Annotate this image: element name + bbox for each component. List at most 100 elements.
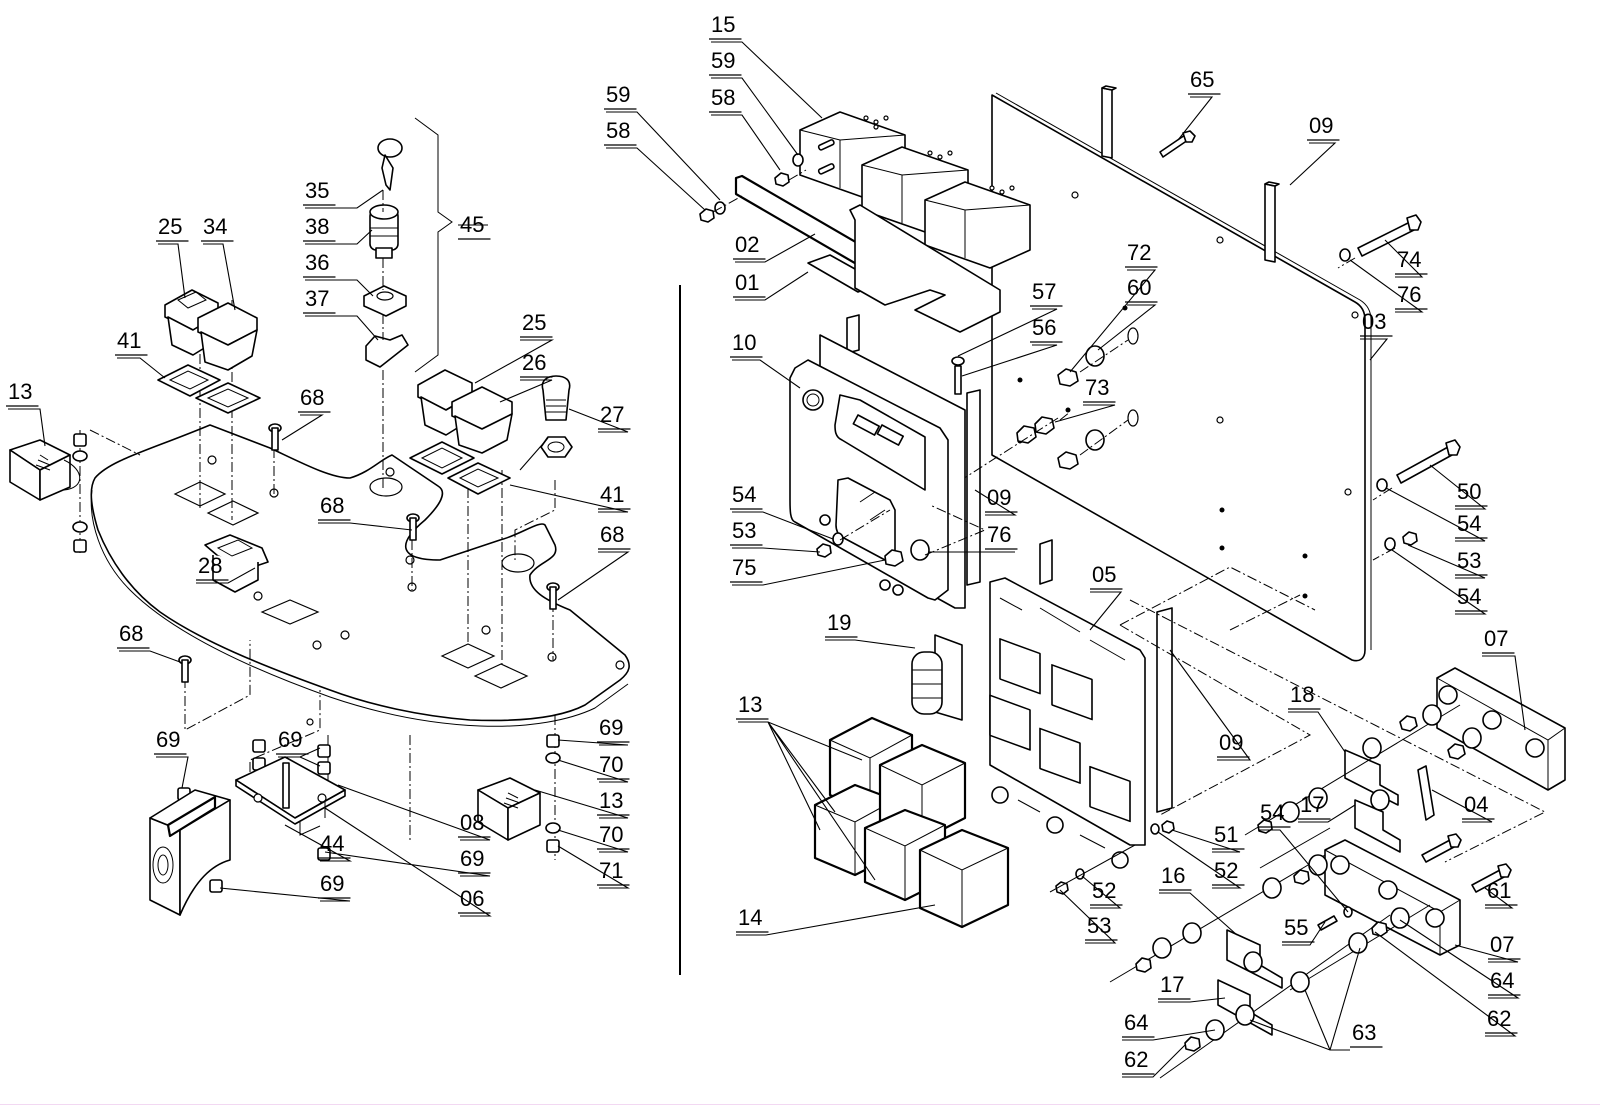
callout-57: 57 [1032, 279, 1056, 304]
screw [951, 356, 965, 395]
buzzer [477, 777, 541, 841]
callout-53: 53 [1457, 548, 1481, 573]
nut [317, 761, 331, 775]
driver-board [989, 577, 1146, 869]
washer [1308, 854, 1328, 876]
callout-04: 04 [1464, 792, 1488, 817]
spacer-bar [846, 314, 860, 354]
callout-03: 03 [1362, 309, 1386, 334]
bolt [1317, 915, 1338, 931]
bolt [1471, 863, 1512, 893]
plate-cutout [440, 643, 496, 669]
washer [910, 539, 930, 561]
callout-41: 41 [117, 328, 141, 353]
callout-07: 07 [1484, 626, 1508, 651]
callout-25: 25 [522, 310, 546, 335]
callout-58: 58 [711, 85, 735, 110]
nut [1184, 1036, 1201, 1052]
washer [1348, 932, 1368, 954]
callout-69: 69 [320, 871, 344, 896]
callout-51: 51 [1214, 822, 1238, 847]
callout-61: 61 [1487, 878, 1511, 903]
callout-70: 70 [599, 752, 623, 777]
callout-52: 52 [1214, 858, 1238, 883]
nut [1057, 451, 1079, 470]
callout-64: 64 [1124, 1010, 1148, 1035]
plate-cutout [206, 500, 260, 526]
callout-69: 69 [460, 846, 484, 871]
washer [1384, 537, 1396, 551]
nut [317, 847, 331, 861]
nut [1057, 368, 1079, 387]
switch-bezel [409, 441, 475, 475]
callout-54: 54 [1260, 800, 1284, 825]
callout-60: 60 [1127, 275, 1151, 300]
callout-18: 18 [1290, 682, 1314, 707]
nut [884, 549, 904, 567]
callout-02: 02 [735, 232, 759, 257]
washer [1290, 971, 1310, 993]
callout-69: 69 [599, 715, 623, 740]
nut-washer-stack [545, 734, 561, 853]
group-bracket [414, 117, 453, 373]
spacer-bar [1264, 181, 1280, 263]
callout-54: 54 [1457, 584, 1481, 609]
washer [1422, 704, 1442, 726]
washer [1262, 877, 1282, 899]
callout-73: 73 [1085, 375, 1109, 400]
callout-28: 28 [198, 553, 222, 578]
screw [268, 423, 282, 451]
page-bottom-rule [0, 1104, 1600, 1105]
washer [1150, 823, 1160, 835]
callout-62: 62 [1487, 1006, 1511, 1031]
callout-53: 53 [1087, 913, 1111, 938]
washer [1462, 727, 1482, 749]
callout-69: 69 [278, 727, 302, 752]
nut [317, 744, 331, 758]
rocker-switch [451, 386, 513, 454]
callout-54: 54 [732, 482, 756, 507]
washer [1390, 907, 1410, 929]
callout-labels: 35 38 36 37 45 25 34 41 13 68 25 26 27 4… [6, 12, 1521, 1075]
washer [1308, 787, 1328, 809]
callout-25: 25 [158, 214, 182, 239]
contactor [924, 181, 1031, 269]
nut [209, 879, 223, 893]
callout-13: 13 [8, 379, 32, 404]
nut [1293, 869, 1310, 885]
washer [1243, 951, 1263, 973]
callout-09: 09 [987, 485, 1011, 510]
callout-16: 16 [1161, 863, 1185, 888]
screw [178, 655, 192, 683]
relay-board [235, 756, 346, 836]
callout-68: 68 [600, 522, 624, 547]
callout-65: 65 [1190, 67, 1214, 92]
washer [1280, 801, 1300, 823]
washer [1152, 937, 1172, 959]
plate-cutout [260, 599, 320, 625]
callout-59: 59 [606, 82, 630, 107]
callout-59: 59 [711, 48, 735, 73]
washer [1235, 1004, 1255, 1026]
bolt [1421, 833, 1462, 863]
bolt [1357, 214, 1422, 257]
relay-cube [918, 828, 1010, 929]
callout-13: 13 [738, 692, 762, 717]
nut [1371, 921, 1388, 937]
bolt [1396, 439, 1461, 484]
switch-bezel [195, 382, 261, 414]
key [377, 138, 403, 191]
callout-08: 08 [460, 810, 484, 835]
spacer-bar [1156, 607, 1173, 813]
nut [699, 208, 715, 223]
nut [1016, 425, 1037, 444]
callout-19: 19 [827, 610, 851, 635]
callout-26: 26 [522, 350, 546, 375]
callout-52: 52 [1092, 878, 1116, 903]
callout-01: 01 [735, 270, 759, 295]
nut [1055, 881, 1069, 895]
key-switch [369, 204, 399, 259]
callout-68: 68 [119, 621, 143, 646]
callout-64: 64 [1490, 968, 1514, 993]
